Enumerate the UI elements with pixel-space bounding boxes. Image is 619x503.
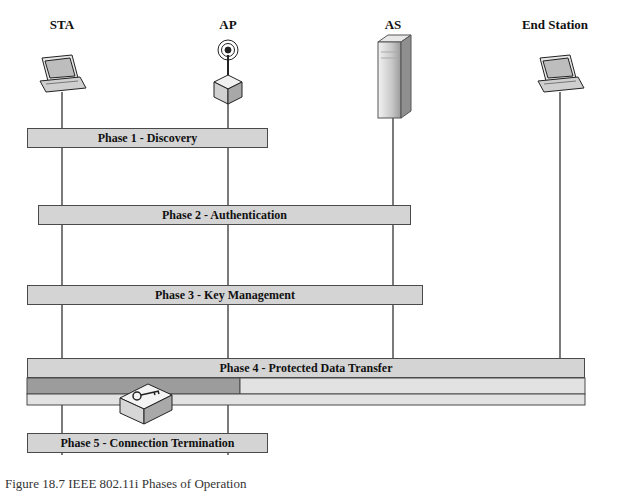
column-header: AS [385, 17, 402, 33]
phase-band: Phase 5 - Connection Termination [27, 433, 268, 453]
laptop-icon [40, 55, 86, 92]
column-header: AP [219, 17, 236, 33]
phase-title: Phase 3 - Key Management [155, 289, 295, 301]
lock-icon [120, 384, 172, 424]
server-icon [378, 35, 411, 118]
phase-title: Phase 5 - Connection Termination [60, 437, 234, 449]
phase-band: Phase 2 - Authentication [38, 205, 411, 225]
phase-title: Phase 1 - Discovery [98, 132, 198, 144]
access-point-icon [214, 40, 242, 104]
phase-band: Phase 3 - Key Management [27, 285, 423, 305]
column-header: End Station [522, 17, 588, 33]
phase-band: Phase 1 - Discovery [27, 128, 268, 148]
laptop-icon [538, 55, 584, 92]
column-header: STA [50, 17, 74, 33]
data-transfer-bars [27, 378, 585, 405]
figure-caption: Figure 18.7 IEEE 802.11i Phases of Opera… [5, 476, 246, 492]
phase-title: Phase 2 - Authentication [162, 209, 287, 221]
phase-title: Phase 4 - Protected Data Transfer [220, 362, 393, 374]
phase-band: Phase 4 - Protected Data Transfer [27, 358, 585, 378]
